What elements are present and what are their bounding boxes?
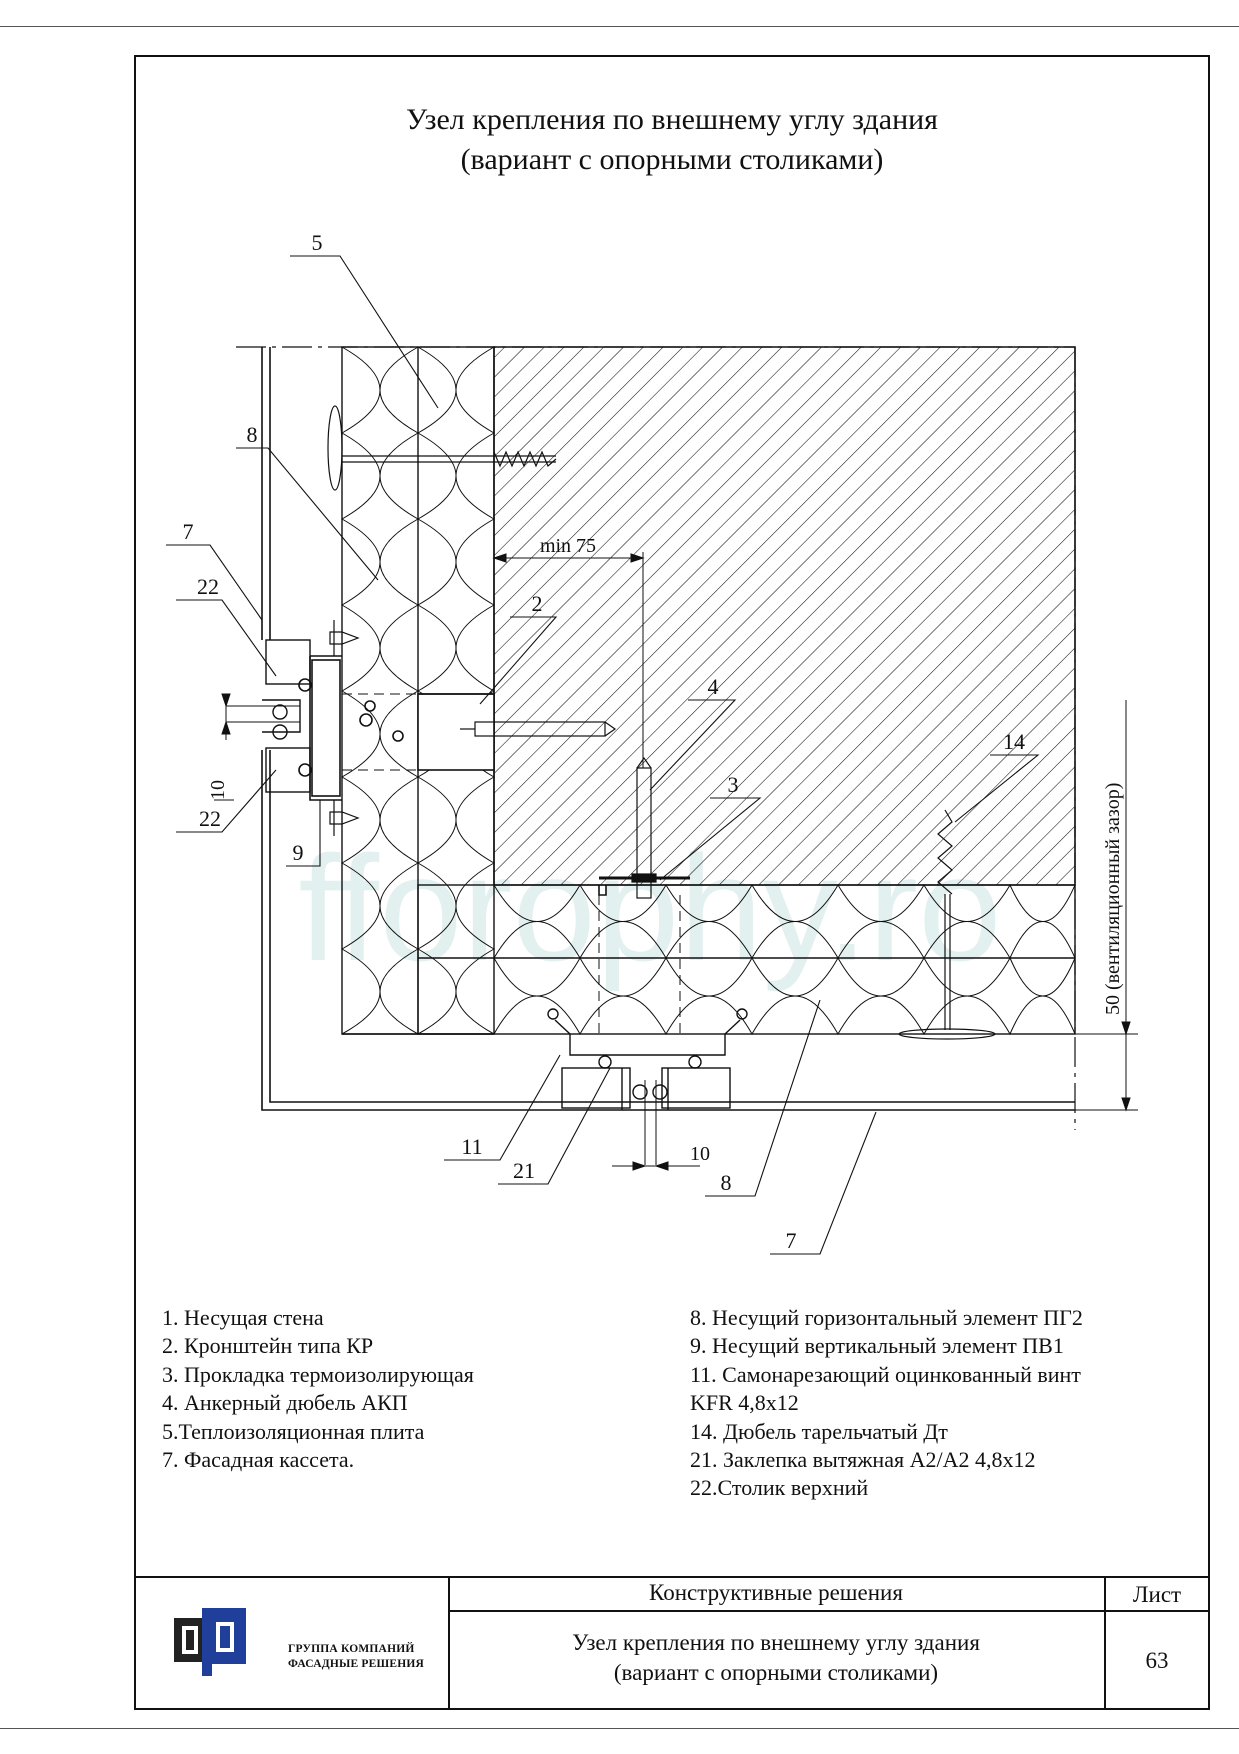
- title-block: ГРУППА КОМПАНИЙ ФАСАДНЫЕ РЕШЕНИЯ Констру…: [134, 1576, 1210, 1710]
- bottom-support-tables: [547, 1008, 748, 1165]
- legend-item: 7. Фасадная кассета.: [162, 1447, 355, 1473]
- legend-item: 2. Кронштейн типа КР: [162, 1333, 374, 1359]
- section-name: Конструктивные решения: [649, 1580, 903, 1605]
- legend-item: 21. Заклепка вытяжная А2/А2 4,8х12: [690, 1447, 1036, 1473]
- callout-11: 11: [461, 1134, 482, 1159]
- title-block-drawing-title: Узел крепления по внешнему углу здания (…: [448, 1612, 1104, 1710]
- company-name-line-1: ГРУППА КОМПАНИЙ: [288, 1643, 415, 1655]
- legend-item: 14. Дюбель тарельчатый Дт: [690, 1418, 948, 1444]
- plate-dowel-top: [327, 405, 557, 491]
- vertical-profile-pv1: [298, 655, 404, 801]
- callout-14: 14: [1003, 729, 1025, 754]
- legend-right: 8. Несущий горизонтальный элемент ПГ2 9.…: [690, 1304, 1083, 1503]
- callout-22-bottom: 22: [199, 806, 221, 831]
- title-block-divider-right: [1104, 1576, 1106, 1710]
- callout-7-left: 7: [183, 519, 194, 544]
- screws-left: [329, 620, 360, 836]
- title-block-divider-left: [448, 1576, 450, 1710]
- support-tables-left: [226, 639, 311, 793]
- callout-8-bottom: 8: [721, 1170, 732, 1195]
- legend-item: 5.Теплоизоляционная плита: [162, 1418, 425, 1444]
- anchor-akp-vertical: [599, 756, 690, 899]
- legend-item: 9. Несущий вертикальный элемент ПВ1: [690, 1333, 1064, 1359]
- legend-item: 11. Самонарезающий оцинкованный винт: [690, 1361, 1081, 1387]
- sheet-number: 63: [1145, 1648, 1169, 1673]
- legend-item: 4. Анкерный дюбель АКП: [162, 1390, 408, 1416]
- callout-8-left: 8: [247, 422, 258, 447]
- company-logo: ГРУППА КОМПАНИЙ ФАСАДНЫЕ РЕШЕНИЯ: [168, 1600, 424, 1680]
- bracket-kr: [364, 693, 495, 771]
- title-line-1: Узел крепления по внешнему углу здания: [406, 103, 938, 136]
- load-bearing-wall: [493, 346, 1076, 896]
- callout-9: 9: [293, 840, 304, 865]
- dimension-gap-vertical: [214, 693, 234, 801]
- legend-item: 3. Прокладка термоизолирующая: [162, 1361, 474, 1387]
- dimension-vent-gap-label: 50 (вентиляционный зазор): [1102, 783, 1124, 1015]
- leader-lines: [166, 255, 1040, 1255]
- callout-7-bottom: 7: [786, 1228, 797, 1253]
- dimension-min75-label: min 75: [540, 535, 596, 557]
- bracket-anchor: [460, 721, 617, 737]
- drawing-title: Узел крепления по внешнему углу здания (…: [134, 100, 1210, 180]
- company-name: ГРУППА КОМПАНИЙ ФАСАДНЫЕ РЕШЕНИЯ: [288, 1642, 424, 1672]
- dimension-gap-horizontal: [612, 1161, 700, 1171]
- bottom-page-rule: [0, 1728, 1239, 1729]
- dimension-vent-gap: [1075, 700, 1138, 1112]
- plate-dowel-bottom: [898, 809, 996, 1040]
- hidden-lines: [342, 693, 681, 1035]
- sheet-label: Лист: [1132, 1582, 1182, 1607]
- callout-21: 21: [513, 1158, 535, 1183]
- drawing-frame: [134, 55, 1210, 1710]
- title-block-title-line-2: (вариант с опорными столиками): [613, 1660, 939, 1685]
- company-name-line-2: ФАСАДНЫЕ РЕШЕНИЯ: [288, 1658, 425, 1670]
- logo-mark-icon: [174, 1608, 246, 1676]
- dimension-gap-vertical-label: 10: [207, 780, 229, 800]
- legend-item: 1. Несущая стена: [162, 1305, 324, 1330]
- callout-4: 4: [708, 674, 719, 699]
- callout-22-top: 22: [197, 574, 219, 599]
- legend-left: 1. Несущая стена 2. Кронштейн типа КР 3.…: [162, 1304, 474, 1474]
- title-block-title-line-1: Узел крепления по внешнему углу здания: [572, 1630, 980, 1655]
- dimension-gap-horizontal-label: 10: [690, 1143, 710, 1165]
- facade-cassette: [261, 347, 1075, 1111]
- dimension-min75: [492, 552, 645, 768]
- title-block-top-border: [134, 1576, 1210, 1578]
- top-page-rule: [0, 26, 1239, 27]
- node-drawing: fforophy.ro: [166, 230, 1138, 1255]
- title-line-2: (вариант с опорными столиками): [460, 143, 884, 176]
- callout-3: 3: [728, 772, 739, 797]
- title-block-row-divider: [448, 1610, 1210, 1612]
- legend-item: KFR 4,8х12: [690, 1390, 799, 1416]
- legend-item: 22.Столик верхний: [690, 1475, 869, 1501]
- callout-5: 5: [312, 230, 323, 255]
- legend-item: 8. Несущий горизонтальный элемент ПГ2: [690, 1305, 1083, 1330]
- callout-2: 2: [532, 591, 543, 616]
